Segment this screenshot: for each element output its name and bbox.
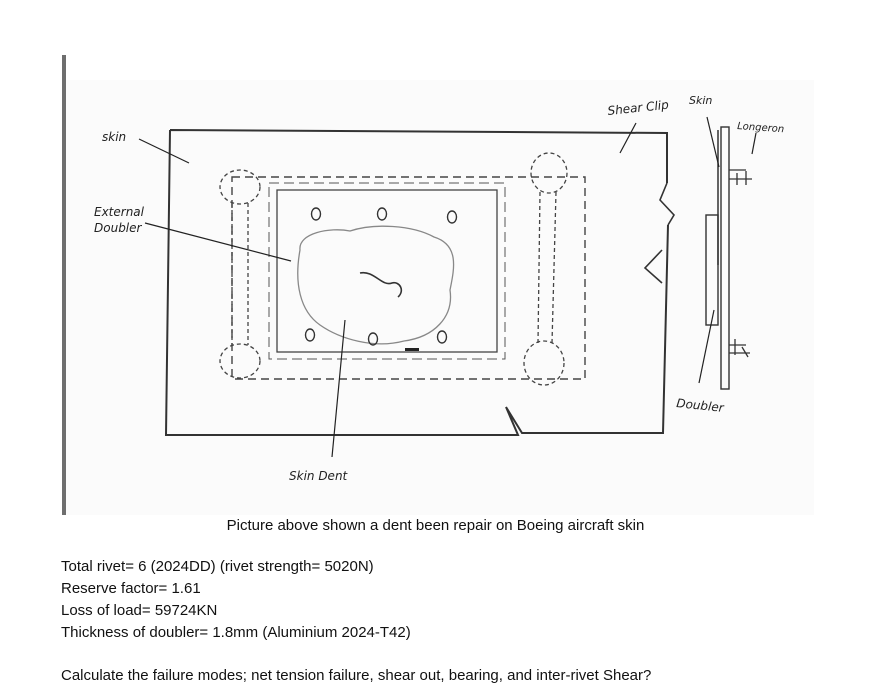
leader-skin-top: [706, 116, 720, 168]
skin-dent-outline: [297, 225, 455, 345]
break-mark-lower: [643, 249, 663, 284]
doubler-thickness-text: Thickness of doubler= 1.8mm (Aluminium 2…: [61, 624, 411, 641]
rivet: [304, 328, 316, 342]
shear-clip-left: [219, 169, 261, 379]
total-rivet-text: Total rivet= 6 (2024DD) (rivet strength=…: [61, 558, 374, 575]
question-text: Calculate the failure modes; net tension…: [61, 667, 652, 684]
label-doubler-bottom: Doubler: [676, 396, 726, 415]
dent-crease-mark: [359, 271, 403, 298]
reserve-factor-text: Reserve factor= 1.61: [61, 580, 201, 597]
external-doubler-outline: [231, 176, 586, 380]
scan-edge-line: [62, 55, 66, 515]
paper-background: [62, 80, 814, 515]
repair-sketch: skin External Doubler Shear Clip Skin Lo…: [62, 55, 814, 515]
edge-mark: [405, 348, 419, 351]
inner-doubler-dashed: [268, 182, 506, 360]
shear-clip-right: [523, 152, 568, 386]
rivet: [446, 210, 458, 224]
label-skin-top: Skin: [689, 94, 712, 107]
fastener-lower: [729, 339, 750, 358]
inner-doubler-outline: [276, 189, 498, 353]
sketch-svg: skin External Doubler Shear Clip Skin Lo…: [62, 55, 814, 515]
loss-of-load-text: Loss of load= 59724KN: [61, 602, 218, 619]
rivet: [376, 207, 388, 221]
label-shear-clip: Shear Clip: [607, 98, 670, 118]
label-doubler-left: Doubler: [94, 221, 143, 235]
leader-longeron: [751, 132, 757, 155]
given-values: Total rivet= 6 (2024DD) (rivet strength=…: [61, 556, 411, 644]
rivet: [367, 332, 379, 346]
rivet-group: [304, 207, 458, 346]
leader-lines: [138, 116, 757, 458]
label-external: External: [94, 205, 145, 219]
rivet: [436, 330, 448, 344]
label-longeron: Longeron: [737, 121, 785, 135]
leader-external-doubler: [144, 222, 292, 262]
leader-shear-clip: [619, 122, 637, 154]
break-mark-upper: [659, 182, 675, 226]
fastener-upper: [729, 169, 752, 185]
leader-skin: [138, 138, 190, 164]
longeron-section: [720, 126, 730, 390]
skin-panel-outline: [164, 129, 669, 436]
figure-caption: Picture above shown a dent been repair o…: [226, 517, 645, 534]
leader-skin-dent: [331, 319, 346, 458]
label-skin-left: skin: [102, 130, 126, 144]
label-skin-dent: Skin Dent: [289, 469, 349, 483]
doubler-section: [705, 214, 719, 326]
leader-doubler: [698, 309, 715, 384]
rivet: [310, 207, 322, 221]
